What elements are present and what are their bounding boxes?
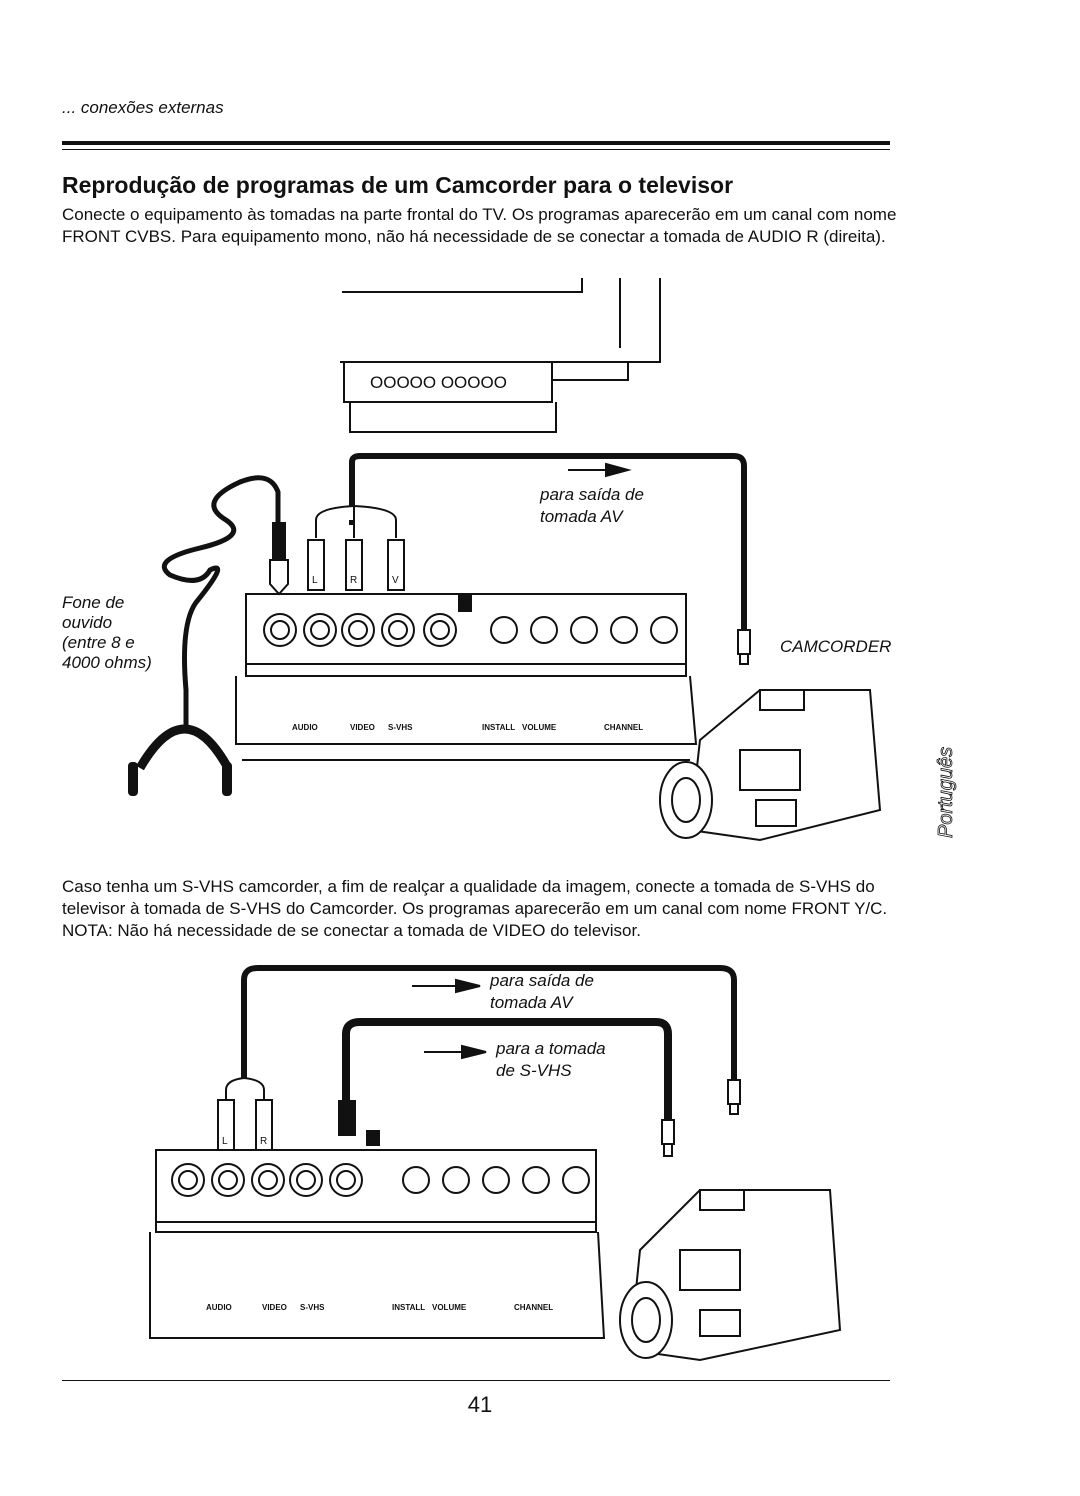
svg-text:INSTALL: INSTALL: [482, 723, 515, 732]
arrow-right-icon: [568, 462, 632, 478]
rca-plugs: [307, 504, 405, 591]
headphone-label-4: 4000 ohms): [62, 653, 152, 672]
svg-text:AUDIO: AUDIO: [206, 1303, 232, 1312]
svg-text:VIDEO: VIDEO: [350, 723, 375, 732]
svhs-plug: [338, 1100, 356, 1136]
section-breadcrumb: ... conexões externas: [62, 98, 224, 117]
headphone-label-1: Fone de: [62, 593, 124, 612]
svhs-cable: [342, 1018, 672, 1120]
tv-set-illustration: [340, 278, 661, 433]
headphone-cable: [161, 475, 281, 730]
header-rule: [62, 141, 890, 145]
label-output-line2: tomada AV: [540, 507, 624, 526]
svg-text:VOLUME: VOLUME: [522, 723, 557, 732]
svg-text:S-VHS: S-VHS: [388, 723, 413, 732]
tv-panel-circles: OOOOO OOOOO: [370, 373, 507, 392]
rca-plugs: [217, 1076, 273, 1151]
av-cable: [349, 453, 747, 630]
diagram-svhs-connection: para saída de tomada AV para a tomada de…: [149, 965, 842, 1362]
svg-text:VOLUME: VOLUME: [432, 1303, 467, 1312]
svg-text:Português: Português: [935, 747, 957, 838]
plug-label-r: R: [350, 575, 357, 586]
label-output-line1: para saída de: [489, 971, 594, 990]
camcorder-illustration: [659, 689, 882, 842]
plug-label-r: R: [260, 1136, 267, 1147]
svg-text:CHANNEL: CHANNEL: [604, 723, 643, 732]
language-side-label: Português: [935, 746, 958, 838]
plug-label-v: V: [392, 575, 399, 586]
tv-front-panel: [235, 593, 698, 761]
av-cable: [241, 965, 737, 1100]
page-title: Reprodução de programas de um Camcorder …: [62, 172, 734, 198]
label-svhs-line2: de S-VHS: [496, 1061, 572, 1080]
label-svhs-line1: para a tomada: [495, 1039, 606, 1058]
headphones-icon: [136, 724, 232, 771]
diagram-cvbs-connection: OOOOO OOOOO para saída de tomada AV Fone…: [62, 278, 891, 842]
svg-text:VIDEO: VIDEO: [262, 1303, 287, 1312]
panel-jacks: [263, 613, 678, 647]
arrow-right-icon: [412, 978, 481, 994]
panel-labels: AUDIO VIDEO S-VHS INSTALL VOLUME CHANNEL: [292, 723, 643, 732]
plug-label-l: L: [222, 1136, 228, 1147]
svg-text:CHANNEL: CHANNEL: [514, 1303, 553, 1312]
headphone-label-3: (entre 8 e: [62, 633, 135, 652]
camcorder-label: CAMCORDER: [780, 637, 891, 656]
svg-text:AUDIO: AUDIO: [292, 723, 318, 732]
panel-jacks: [171, 1163, 590, 1197]
headphone-label-2: ouvido: [62, 613, 112, 632]
panel-labels: AUDIO VIDEO S-VHS INSTALL VOLUME CHANNEL: [206, 1303, 553, 1312]
svg-text:INSTALL: INSTALL: [392, 1303, 425, 1312]
label-output-line1: para saída de: [539, 485, 644, 504]
plug-label-l: L: [312, 575, 318, 586]
svhs-paragraph: Caso tenha um S-VHS camcorder, a fim de …: [62, 877, 888, 940]
intro-paragraph: Conecte o equipamento às tomadas na part…: [62, 205, 897, 246]
camcorder-illustration: [619, 1189, 842, 1362]
headphone-jack: [272, 522, 286, 560]
header-rule-thin: [62, 149, 890, 150]
camcorder-plug: [737, 629, 751, 665]
footer-rule: [62, 1380, 890, 1381]
svg-text:S-VHS: S-VHS: [300, 1303, 325, 1312]
arrow-right-icon-2: [424, 1044, 487, 1060]
label-output-line2: tomada AV: [490, 993, 574, 1012]
tv-front-panel: [149, 1149, 606, 1339]
page-number: 41: [467, 1392, 493, 1417]
